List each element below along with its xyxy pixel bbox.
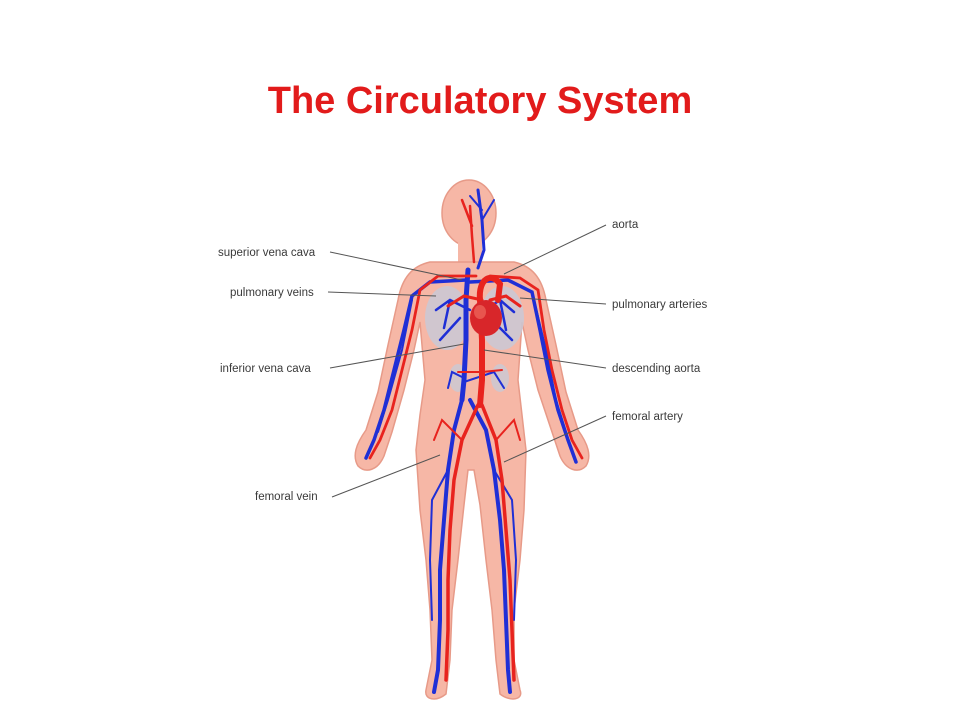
body-head	[441, 179, 497, 247]
leader-aorta	[503, 224, 607, 275]
heart-highlight	[474, 305, 486, 319]
vein-renal	[447, 370, 505, 389]
right-kidney	[491, 364, 509, 392]
vein-left-leg	[432, 398, 464, 694]
vein-jugular	[476, 188, 486, 270]
vein-vena-cava	[459, 267, 471, 403]
leader-femoral-artery	[503, 415, 607, 463]
leader-femoral-vein	[331, 454, 441, 498]
label-femoral-artery: femoral artery	[612, 411, 683, 423]
label-femoral-vein: femoral vein	[255, 491, 318, 503]
vein-left-arm-2	[377, 299, 413, 433]
artery-right-arm	[488, 274, 584, 460]
artery-pulmonary	[446, 294, 522, 308]
heart-shape	[470, 300, 502, 336]
label-descending-aorta: descending aorta	[612, 363, 701, 375]
artery-carotid	[460, 198, 476, 264]
veins	[364, 188, 578, 694]
vein-right-arm	[468, 278, 578, 464]
artery-renal	[457, 369, 503, 373]
label-pulmonary-arteries: pulmonary arteries	[612, 299, 707, 311]
leader-descending-aorta	[483, 349, 607, 369]
leader-lines	[327, 224, 607, 498]
heart	[470, 300, 502, 336]
vein-right-arm-2	[533, 299, 567, 433]
leader-inferior-vena-cava	[329, 343, 465, 369]
label-superior-vena-cava: superior vena cava	[218, 247, 316, 259]
artery-left-arm	[368, 274, 478, 460]
leader-superior-vena-cava	[329, 251, 463, 281]
label-inferior-vena-cava: inferior vena cava	[220, 363, 311, 375]
leader-pulmonary-veins	[327, 291, 437, 297]
vein-head-branch	[469, 195, 495, 221]
leader-pulmonary-arteries	[519, 297, 607, 305]
body-neck	[458, 238, 482, 264]
arteries	[368, 198, 584, 682]
artery-aortic-arch	[476, 275, 504, 303]
slide-title: The Circulatory System	[267, 80, 693, 122]
artery-pelvic	[433, 418, 521, 441]
label-aorta: aorta	[612, 219, 639, 231]
vein-right-leg	[468, 398, 512, 694]
vein-left-leg-branch	[428, 469, 449, 621]
label-pulmonary-veins: pulmonary veins	[230, 287, 314, 299]
labels: superior vena cava pulmonary veins infer…	[218, 219, 707, 503]
body-torso-limbs	[354, 261, 590, 700]
